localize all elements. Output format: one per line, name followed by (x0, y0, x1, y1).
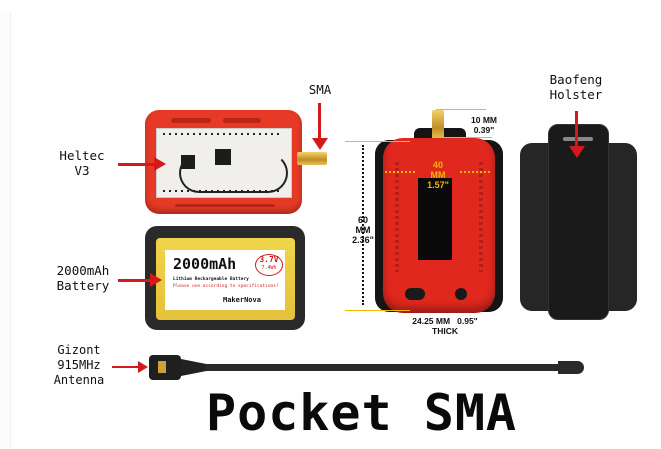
heltec-board (156, 128, 292, 198)
dim-width: 40 MM 1.57" (427, 160, 449, 190)
holster-clip (548, 124, 609, 320)
antenna-label: Gizont 915MHz Antenna (53, 343, 105, 387)
sma-connector (297, 152, 327, 165)
left-edge (0, 12, 11, 449)
antenna-whip (205, 364, 560, 371)
brand-label: MakerNova (223, 296, 261, 304)
device-screen (418, 178, 452, 260)
holster-label: Baofeng Holster (549, 72, 603, 102)
sma-arrow-icon (318, 103, 321, 143)
dim-height: 60 MM 2.36" (352, 215, 374, 245)
sma-label: SMA (308, 82, 332, 97)
heltec-arrow-icon (118, 163, 158, 166)
antenna-base (149, 355, 181, 380)
holster-arrow-icon (575, 111, 578, 149)
dim-top: 10 MM 0.39" (471, 115, 497, 135)
voltage-badge: 3.7V 7.4Wh (255, 254, 283, 276)
button-left (405, 288, 425, 300)
heltec-label: Heltec V3 (59, 148, 105, 178)
battery-capacity: 2000mAh (173, 255, 237, 273)
antenna-tip (558, 361, 584, 374)
battery-arrow-icon (118, 279, 154, 282)
dim-thickness: 24.25 MM 0.95" THICK (412, 316, 478, 336)
battery-label-text: 2000mAh Battery (56, 263, 110, 293)
page-title: Pocket SMA (206, 384, 518, 442)
battery-label: 2000mAh 3.7V 7.4Wh Lithium Rechargeable … (165, 250, 285, 310)
button-right (455, 288, 467, 300)
antenna-arrow-icon (112, 366, 142, 368)
device-sma (432, 110, 444, 140)
